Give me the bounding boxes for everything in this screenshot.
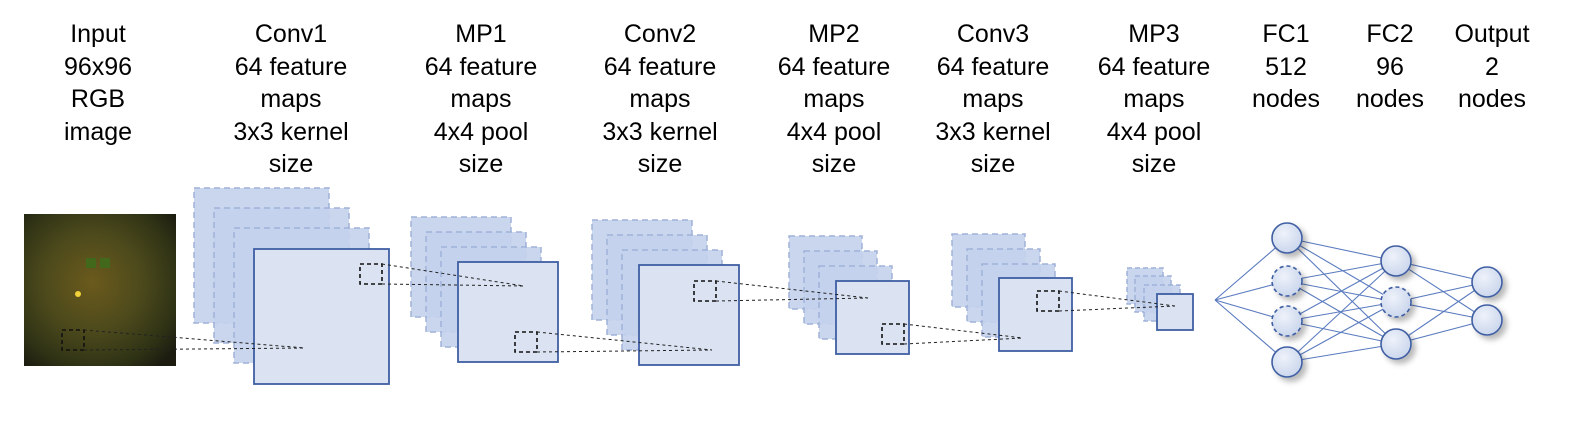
conv3-stack <box>951 233 1073 352</box>
output-node <box>1471 304 1503 336</box>
label-conv1: Conv1 64 feature maps 3x3 kernel size <box>233 20 349 178</box>
fc-edge <box>1286 260 1397 363</box>
fc-edge <box>1286 237 1397 303</box>
fc-edge <box>1395 281 1488 345</box>
fully-connected-nodes <box>1271 222 1503 378</box>
input-fan-edge <box>1214 237 1288 301</box>
conv2-stack <box>591 219 740 366</box>
fc-edge <box>1286 260 1397 282</box>
fc-edge <box>1286 237 1397 262</box>
fc1-node <box>1271 346 1303 378</box>
output-node <box>1471 266 1503 298</box>
label-conv3: Conv3 64 feature maps 3x3 kernel size <box>935 20 1051 178</box>
label-input: Input 96x96 RGB image <box>63 20 133 146</box>
window-mp2 <box>881 323 905 345</box>
fc2-node-dropout <box>1380 286 1412 318</box>
window-conv2 <box>693 280 717 302</box>
mp1-stack <box>410 216 559 363</box>
label-fc1: FC1 512 nodes <box>1251 20 1321 113</box>
mp3-stack <box>1126 267 1194 331</box>
label-mp3: MP3 64 feature maps 4x4 pool size <box>1097 20 1211 178</box>
label-mp2: MP2 64 feature maps 4x4 pool size <box>777 20 891 178</box>
receptive-field-windows <box>61 263 1060 353</box>
label-fc2: FC2 96 nodes <box>1355 20 1425 113</box>
fc-edge <box>1286 260 1397 322</box>
window-conv3 <box>1036 290 1060 312</box>
fc-edge <box>1286 280 1397 345</box>
label-mp1: MP1 64 feature maps 4x4 pool size <box>424 20 538 178</box>
input-fundus-image <box>24 214 176 366</box>
input-fan-edge <box>1214 299 1288 363</box>
fc-edge <box>1286 301 1397 363</box>
mp2-stack <box>788 235 910 355</box>
fc-edge <box>1395 260 1488 321</box>
label-conv2: Conv2 64 feature maps 3x3 kernel size <box>602 20 718 178</box>
fully-connected-edges <box>1214 237 1488 363</box>
fc1-node <box>1271 222 1303 254</box>
fc1-node-dropout <box>1271 265 1303 297</box>
window-mp1 <box>514 331 538 353</box>
window-conv1 <box>359 263 383 285</box>
projection-lines <box>83 263 1176 353</box>
fc2-node <box>1380 328 1412 360</box>
label-output: Output 2 nodes <box>1454 20 1530 113</box>
fc2-node <box>1380 245 1412 277</box>
fc1-node-dropout <box>1271 305 1303 337</box>
window-input <box>61 329 85 351</box>
conv1-stack <box>193 187 390 385</box>
fc-edge <box>1286 343 1397 363</box>
